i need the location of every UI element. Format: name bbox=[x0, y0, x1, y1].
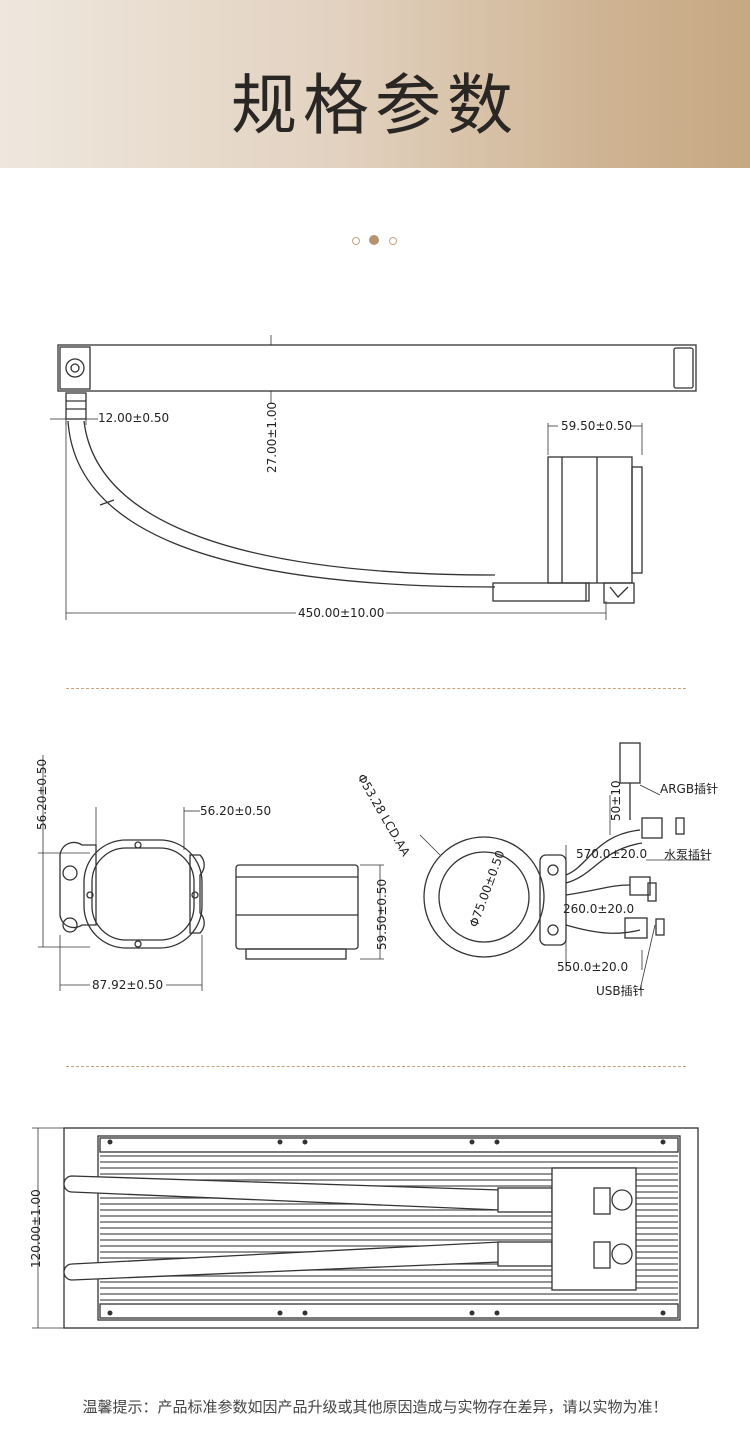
dim-usb-cable: 550.0±20.0 bbox=[557, 960, 628, 974]
cable-pump bbox=[565, 884, 631, 896]
section-divider bbox=[66, 1066, 686, 1067]
pump-top-inner bbox=[91, 847, 195, 941]
section-divider bbox=[66, 688, 686, 689]
header-banner: 规格参数 bbox=[0, 0, 750, 168]
fan-mount-rail-top bbox=[99, 1137, 679, 1153]
bracket-left bbox=[59, 841, 97, 929]
dim-pump-height: 59.50±0.50 bbox=[561, 419, 632, 433]
pump-body bbox=[547, 456, 633, 584]
connector-usb bbox=[624, 917, 648, 939]
pump-fitting-top bbox=[593, 1187, 611, 1215]
dim-mount-width: 56.20±0.50 bbox=[200, 804, 271, 818]
label-pump-pin: 水泵插针 bbox=[664, 847, 712, 862]
dim-lcd: Φ53.28 LCD.AA bbox=[354, 772, 413, 860]
dim-pump-cable: 570.0±20.0 bbox=[576, 847, 647, 861]
pump-front-outline bbox=[551, 1167, 637, 1291]
radiator-end-cap-right bbox=[673, 347, 694, 389]
dim-fitting: 12.00±0.50 bbox=[98, 411, 169, 425]
carousel-dot[interactable] bbox=[389, 237, 397, 245]
side-view-drawing: 12.00±0.50 27.00±1.00 59.50±0.50 450.00±… bbox=[50, 335, 697, 620]
carousel-dots bbox=[352, 235, 400, 247]
pump-top-outer bbox=[83, 839, 203, 949]
dim-mount-height: 56.20±0.50 bbox=[35, 759, 49, 830]
dim-pump-depth: 59.50±0.50 bbox=[375, 879, 389, 950]
tube-bottom bbox=[63, 1241, 501, 1281]
radiator-end-cap bbox=[59, 346, 91, 390]
radiator-frame bbox=[63, 1127, 699, 1329]
dim-radiator-height: 120.00±1.00 bbox=[29, 1189, 43, 1268]
tube-top bbox=[63, 1175, 501, 1211]
pump-lcd-outer bbox=[423, 836, 545, 958]
radiator-side-outline bbox=[57, 344, 697, 392]
label-argb: ARGB插针 bbox=[660, 781, 718, 796]
radiator-core bbox=[97, 1135, 681, 1321]
dim-argb-pump-cable: 260.0±20.0 bbox=[563, 902, 634, 916]
connector-pump bbox=[629, 876, 651, 896]
tube-sleeve-top bbox=[497, 1187, 553, 1213]
dim-argb-cable-len: 50±10 bbox=[609, 780, 623, 821]
connector-argb bbox=[641, 817, 663, 839]
dim-tube-length: 450.00±10.00 bbox=[298, 606, 384, 620]
pump-side-base bbox=[245, 948, 347, 960]
pump-fitting-bottom bbox=[593, 1241, 611, 1269]
connector-argb-top bbox=[619, 742, 641, 784]
page-title: 规格参数 bbox=[231, 67, 519, 144]
pump-outlet bbox=[603, 582, 635, 604]
fitting-circle-inner bbox=[70, 363, 80, 373]
dim-bracket-width: 87.92±0.50 bbox=[92, 978, 163, 992]
dim-rad-thickness: 27.00±1.00 bbox=[265, 402, 279, 473]
tube-sleeve-bottom bbox=[497, 1241, 553, 1267]
tube-outer bbox=[67, 420, 496, 588]
cable-argb bbox=[565, 829, 641, 876]
carousel-dot[interactable] bbox=[352, 237, 360, 245]
label-usb: USB插针 bbox=[596, 983, 645, 998]
pump-connector bbox=[631, 466, 643, 574]
bracket-right bbox=[189, 854, 205, 934]
pump-views-drawing: 56.20±0.50 56.20±0.50 87.92±0.50 59.50±0… bbox=[35, 742, 718, 998]
tube-fitting bbox=[65, 392, 87, 420]
footer-note: 温馨提示：产品标准参数如因产品升级或其他原因造成与实物存在差异，请以实物为准！ bbox=[82, 1398, 668, 1416]
tube-inner bbox=[83, 420, 496, 576]
radiator-front-drawing: 120.00±1.00 bbox=[29, 1127, 699, 1329]
pump-lcd-screen bbox=[438, 851, 530, 943]
carousel-dot-active[interactable] bbox=[369, 235, 379, 245]
tube-sleeve bbox=[492, 582, 590, 602]
dim-pump-dia: Φ75.00±0.50 bbox=[467, 849, 508, 930]
fan-mount-rail-bottom bbox=[99, 1303, 679, 1319]
cable-usb bbox=[565, 924, 641, 934]
fitting-circle bbox=[65, 358, 85, 378]
